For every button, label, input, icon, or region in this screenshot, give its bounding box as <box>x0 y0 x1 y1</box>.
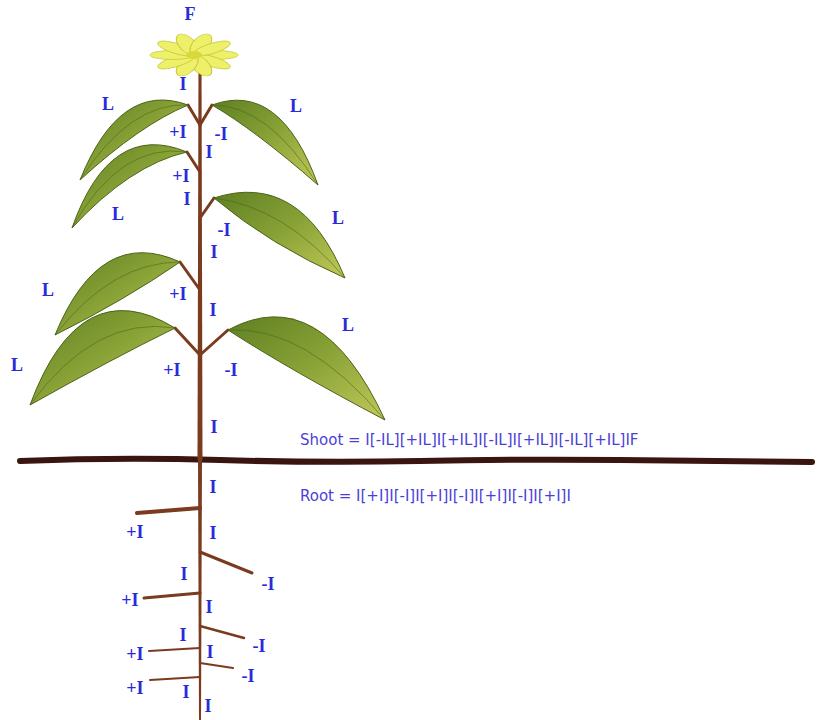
leaf <box>55 253 180 335</box>
module-label: I <box>210 417 217 437</box>
module-label: +I <box>126 644 143 664</box>
module-label: -I <box>262 574 275 594</box>
ground-line <box>20 459 812 462</box>
module-label: -I <box>253 636 266 656</box>
module-label: -I <box>215 124 228 144</box>
module-label: +I <box>126 678 143 698</box>
root-branch <box>200 552 252 573</box>
leaf <box>212 100 318 185</box>
leaves <box>30 100 385 420</box>
module-label: I <box>180 564 187 584</box>
flower-center <box>186 51 202 59</box>
root-stem <box>198 460 202 720</box>
module-label: -I <box>218 220 231 240</box>
leaf <box>72 145 187 228</box>
module-label: I <box>205 142 212 162</box>
branch <box>175 328 200 355</box>
branch <box>188 105 200 125</box>
leaf <box>30 311 175 405</box>
module-label: I <box>179 625 186 645</box>
branch <box>200 330 228 355</box>
module-label: L <box>42 280 54 300</box>
module-label: L <box>102 94 114 114</box>
midrib <box>212 105 318 185</box>
module-label: L <box>11 355 23 375</box>
leaf-midribs <box>30 105 385 420</box>
module-label: I <box>179 74 186 94</box>
module-label: -I <box>225 360 238 380</box>
module-label: +I <box>169 284 186 304</box>
root-branch <box>200 663 233 668</box>
root-branch <box>137 508 200 513</box>
root-branches <box>137 508 252 680</box>
module-label: I <box>209 477 216 497</box>
midrib <box>55 262 180 335</box>
module-label: +I <box>163 360 180 380</box>
root-branch <box>144 593 200 598</box>
module-label: I <box>206 642 213 662</box>
module-label: I <box>209 300 216 320</box>
module-label: +I <box>126 522 143 542</box>
leaf <box>80 100 188 180</box>
module-label: -I <box>242 666 255 686</box>
module-label: I <box>204 696 211 716</box>
branch <box>200 198 214 218</box>
leaf <box>214 192 345 278</box>
module-label: +I <box>121 590 138 610</box>
module-label: I <box>205 597 212 617</box>
branch <box>200 105 212 125</box>
module-label: +I <box>172 166 189 186</box>
module-label: F <box>185 4 196 24</box>
l-system-formula: Root = I[+I]I[-I]I[+I]I[-I]I[+I]I[-I]I[+… <box>300 487 571 505</box>
root-branch <box>150 677 200 680</box>
module-label: I <box>183 189 190 209</box>
midrib <box>80 105 188 180</box>
module-label: L <box>342 315 354 335</box>
midrib <box>214 198 345 278</box>
midrib <box>228 330 385 420</box>
l-system-formula: Shoot = I[-IL][+IL]I[+IL]I[-IL]I[+IL]I[-… <box>300 431 638 449</box>
module-label: +I <box>169 122 186 142</box>
module-label: L <box>112 204 124 224</box>
module-label: I <box>209 523 216 543</box>
shoot-stem <box>198 55 203 460</box>
root-branch <box>149 648 200 651</box>
module-label: L <box>332 208 344 228</box>
module-label: L <box>290 96 302 116</box>
root-branch <box>200 626 244 638</box>
module-label: I <box>182 682 189 702</box>
midrib <box>72 151 187 228</box>
module-label: I <box>210 242 217 262</box>
flower <box>150 33 238 78</box>
leaf <box>228 317 385 420</box>
midrib <box>30 326 175 405</box>
